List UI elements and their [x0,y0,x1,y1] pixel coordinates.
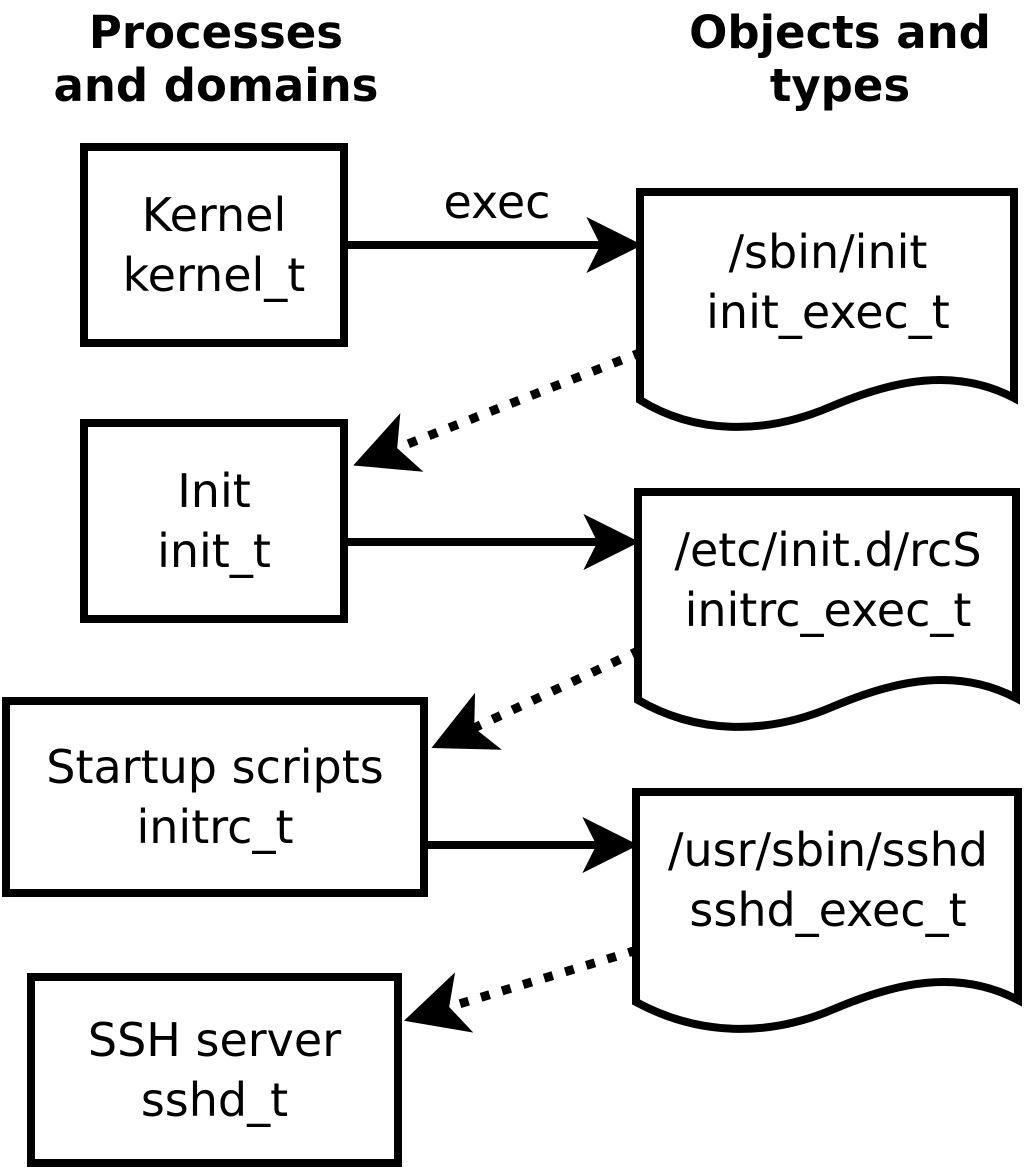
dotted-arrow-sshd-exec-to-sshd [403,945,639,1033]
process-name: Kernel [141,188,287,242]
dotted-arrow-rcs-to-initrc [431,645,642,750]
column-header-objects-line2: types [769,59,911,112]
process-domain-type: sshd_t [140,1073,289,1127]
object-type: sshd_exec_t [689,883,967,937]
document-shape-sbin-init [636,188,1018,431]
process-box-ssh-server: SSH server sshd_t [27,973,402,1167]
object-path: /etc/init.d/rcS [674,523,982,577]
column-header-objects: Objects and types [645,6,1024,112]
process-box-startup-scripts: Startup scripts initrc_t [2,697,428,897]
object-type: initrc_exec_t [684,583,972,637]
process-name: SSH server [87,1013,342,1067]
process-domain-type: initrc_t [136,800,294,854]
column-header-processes-line1: Processes [88,6,344,59]
column-header-processes-line2: and domains [53,59,379,112]
process-name: Startup scripts [46,740,384,794]
dotted-arrow-sbin-init-to-init [353,347,644,472]
process-name: Init [177,464,251,518]
column-header-objects-line1: Objects and [689,6,991,59]
process-box-init: Init init_t [80,419,348,623]
object-doc-label-etc-initd-rcs: /etc/init.d/rcS initrc_exec_t [638,520,1018,640]
process-box-kernel: Kernel kernel_t [80,143,348,347]
object-path: /sbin/init [728,225,928,279]
document-shape-etc-initd-rcs [634,488,1020,731]
document-shape-usr-sbin-sshd [632,788,1022,1033]
object-path: /usr/sbin/sshd [668,823,988,877]
process-domain-type: kernel_t [122,248,306,302]
column-header-processes: Processes and domains [16,6,416,112]
object-doc-label-usr-sbin-sshd: /usr/sbin/sshd sshd_exec_t [636,820,1020,940]
object-type: init_exec_t [706,285,950,339]
object-doc-label-sbin-init: /sbin/init init_exec_t [640,222,1016,342]
process-domain-type: init_t [157,524,271,578]
edge-label-exec: exec [443,175,551,229]
